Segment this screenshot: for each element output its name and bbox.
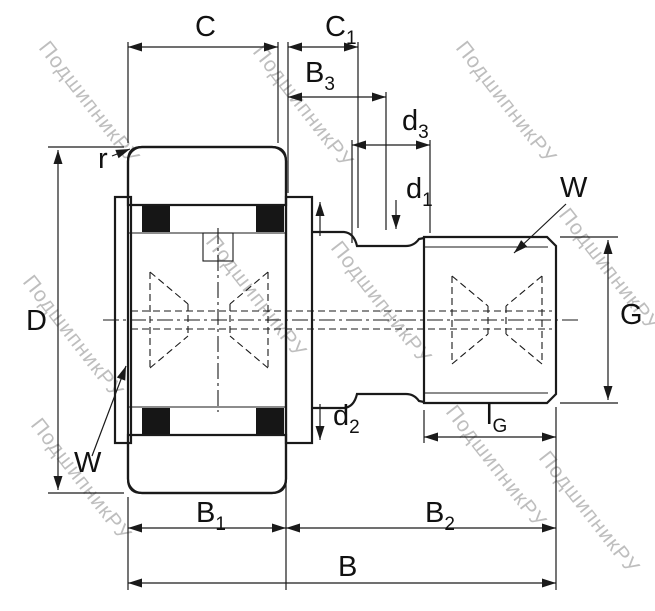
seal-top-left (142, 206, 170, 232)
label-g: G (620, 299, 643, 331)
watermarks: ПодшипникРУ ПодшипникРУ ПодшипникРУ Подш… (18, 37, 655, 579)
label-d3: d3 (402, 105, 429, 143)
label-b2: B2 (425, 497, 455, 535)
seal-bottom-left (142, 408, 170, 434)
label-c1: C1 (325, 11, 357, 49)
leader-w-left (91, 365, 127, 457)
label-b3: B3 (305, 57, 335, 95)
label-lg: lG (486, 399, 507, 437)
label-w-right: W (560, 172, 588, 204)
label-d-outer: D (26, 305, 47, 337)
watermark-text: ПодшипникРУ (34, 37, 144, 169)
dimension-lines (53, 42, 613, 588)
leader-w-right (513, 203, 567, 254)
outer-ring-section-bottom (126, 433, 288, 495)
watermark-text: ПодшипникРУ (534, 447, 644, 579)
seal-bottom-right (256, 408, 284, 434)
thread-section (422, 235, 558, 405)
label-d2: d2 (333, 400, 360, 438)
seal-top-right (256, 206, 284, 232)
watermark-text: ПодшипникРУ (26, 414, 136, 546)
label-b: B (338, 551, 357, 583)
label-b1: B1 (196, 497, 226, 535)
watermark-text: ПодшипникРУ (248, 41, 358, 173)
label-c: C (195, 11, 216, 43)
label-w-left: W (74, 447, 102, 479)
stud-top-profile (312, 230, 425, 248)
stud-bottom-profile (312, 392, 425, 410)
label-r: r (98, 143, 108, 175)
outer-ring-section-top (126, 145, 288, 207)
leader-r (111, 148, 131, 159)
watermark-text: ПодшипникРУ (326, 237, 436, 369)
dimension-labels: C C1 B3 d3 d1 r D W W G d2 lG B1 B2 B (26, 11, 643, 583)
label-d1: d1 (406, 173, 433, 211)
watermark-text: ПодшипникРУ (451, 37, 561, 169)
